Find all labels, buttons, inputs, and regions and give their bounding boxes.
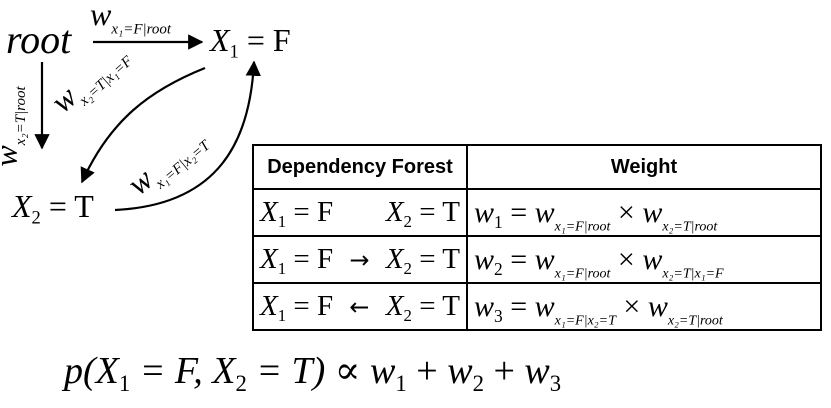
forest-cell: X1 = F → X2 = T [252,235,468,284]
edge-x2-x1 [114,60,261,212]
table-row: X1 = F X2 = T w1 = wx₁=F|root × wx₂=T|ro… [252,188,822,237]
label-root-x2: wx₂=T|root [0,86,29,166]
header-dependency-forest: Dependency Forest [252,144,468,190]
weight-cell: w3 = wx₁=F|x₂=T × wx₂=T|root [466,282,822,331]
table-row: X1 = F → X2 = T w2 = wx₁=F|root × wx₂=T|… [252,235,822,284]
forest-cell: X1 = F ← X2 = T [252,282,468,331]
table-header-row: Dependency Forest Weight [252,144,822,190]
label-root-x1: wx₁=F|root [90,0,172,38]
weight-cell: w2 = wx₁=F|root × wx₂=T|x₁=F [466,235,822,284]
dependency-arrow: → [349,245,370,274]
forest-cell: X1 = F X2 = T [252,188,468,237]
node-x2: X2 = T [12,188,94,229]
table-row: X1 = F ← X2 = T w3 = wx₁=F|x₂=T × wx₂=T|… [252,282,822,331]
weight-cell: w1 = wx₁=F|root × wx₂=T|root [466,188,822,237]
dependency-arrow: ← [349,292,370,321]
dependency-forest-table: Dependency Forest Weight X1 = F X2 = T w… [252,144,822,331]
header-weight: Weight [466,144,822,190]
node-x1: X1 = F [210,22,291,63]
node-root: root [6,17,72,62]
edge-x1-x2 [80,66,206,184]
probability-formula: p(X1 = F, X2 = T) ∝ w1 + w2 + w3 [64,350,562,396]
